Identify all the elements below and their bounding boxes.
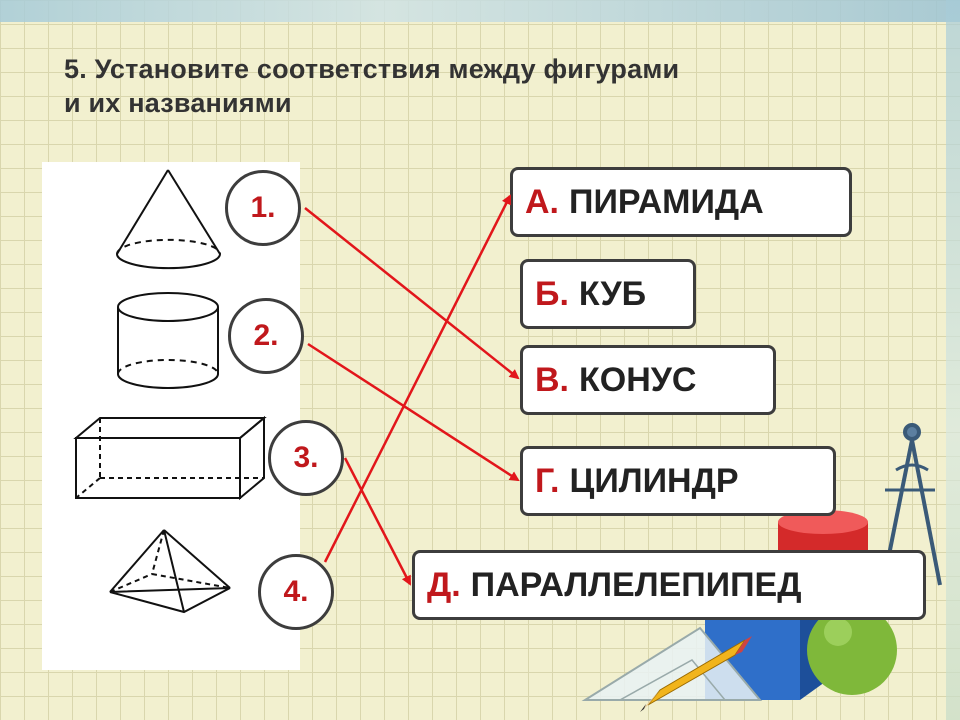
- arrow-3-to-d: [343, 457, 412, 586]
- number-circle-1[interactable]: 1.: [225, 170, 301, 246]
- parallelepiped-figure: [73, 415, 267, 501]
- answer-letter-d: Д.: [427, 565, 461, 604]
- answer-box-v[interactable]: В. КОНУС: [520, 345, 776, 415]
- number-circle-3[interactable]: 3.: [268, 420, 344, 496]
- protractor-image: [581, 626, 763, 701]
- answer-box-a[interactable]: А. ПИРАМИДА: [510, 167, 852, 237]
- cone-figure: [116, 169, 221, 270]
- arrow-2-to-g: [307, 342, 520, 482]
- answer-name-d: ПАРАЛЛЕЛЕПИПЕД: [470, 565, 802, 604]
- arrow-1-to-v: [304, 207, 520, 380]
- arrow-4-to-a: [323, 194, 512, 563]
- title-line-1: 5. Установите соответствия между фигурам…: [64, 54, 680, 84]
- answer-name-g: ЦИЛИНДР: [569, 461, 739, 500]
- pyramid-figure: [109, 529, 231, 614]
- answer-name-v: КОНУС: [579, 360, 697, 399]
- answer-box-g[interactable]: Г. ЦИЛИНДР: [520, 446, 836, 516]
- answer-name-a: ПИРАМИДА: [569, 182, 764, 221]
- answer-letter-v: В.: [535, 360, 569, 399]
- answer-letter-b: Б.: [535, 274, 569, 313]
- question-title: 5. Установите соответствия между фигурам…: [64, 52, 864, 120]
- answer-box-b[interactable]: Б. КУБ: [520, 259, 696, 329]
- number-circle-2[interactable]: 2.: [228, 298, 304, 374]
- pencil-image: [640, 636, 752, 712]
- cylinder-figure: [117, 292, 219, 389]
- compass-image: [878, 423, 942, 601]
- shapes-panel: [42, 162, 300, 670]
- answer-letter-g: Г.: [535, 461, 560, 500]
- top-decorative-strip: [0, 0, 960, 22]
- right-decorative-strip: [946, 0, 960, 720]
- title-line-2: и их названиями: [64, 88, 292, 118]
- number-circle-4[interactable]: 4.: [258, 554, 334, 630]
- answer-name-b: КУБ: [578, 274, 647, 313]
- answer-box-d[interactable]: Д. ПАРАЛЛЕЛЕПИПЕД: [412, 550, 926, 620]
- answer-letter-a: А.: [525, 182, 559, 221]
